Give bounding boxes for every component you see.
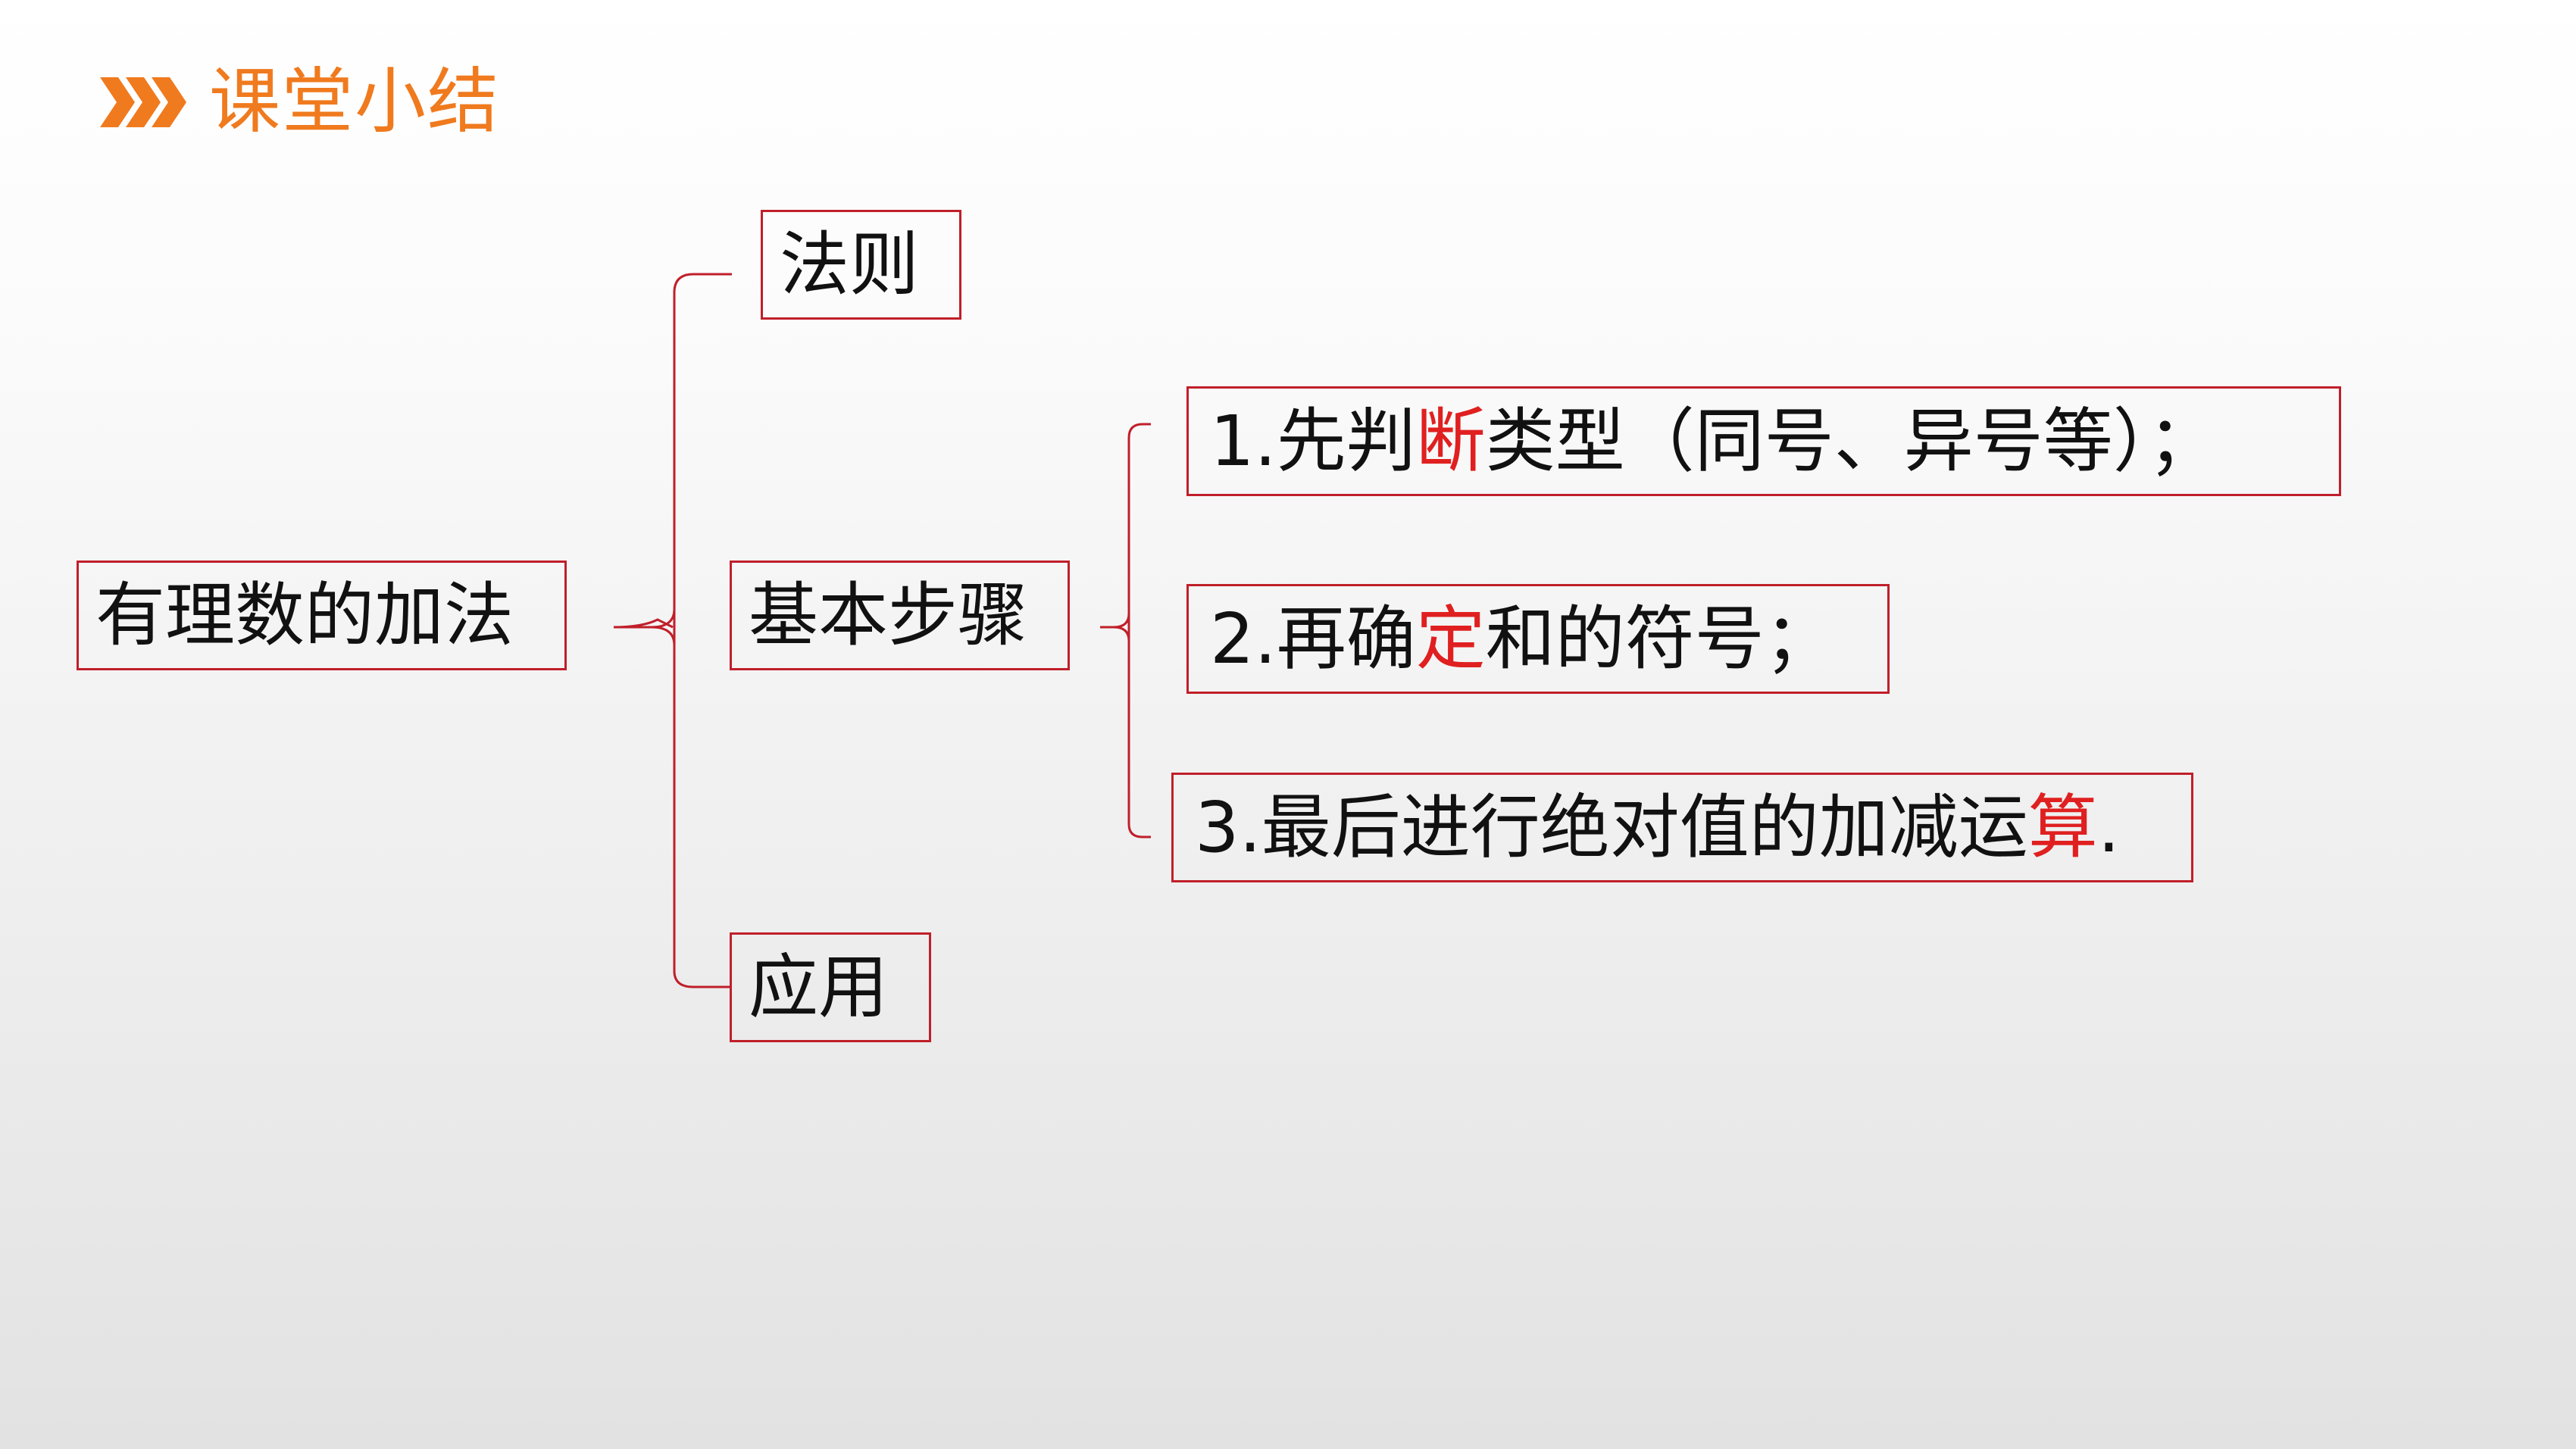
step-2-highlight: 定	[1415, 598, 1486, 679]
step-3-highlight: 算	[2027, 786, 2098, 868]
root-node-rational-addition: 有理数的加法	[77, 561, 567, 670]
branch-application-label: 应用	[749, 946, 889, 1028]
branch-rule-label: 法则	[780, 223, 920, 305]
branch-node-steps: 基本步骤	[730, 561, 1070, 670]
branch-node-application: 应用	[730, 932, 931, 1042]
step-2-prefix: 2.再确	[1210, 598, 1416, 679]
steps-bracket	[1100, 423, 1151, 838]
step-node-1: 1.先判断类型（同号、异号等）；	[1186, 386, 2341, 496]
root-node-label: 有理数的加法	[95, 574, 514, 656]
step-1-suffix: 类型（同号、异号等）；	[1485, 400, 2218, 482]
branch-steps-label: 基本步骤	[749, 574, 1028, 656]
triple-chevron-right-icon	[97, 74, 189, 130]
root-bracket	[613, 273, 732, 988]
branch-node-rule: 法则	[761, 210, 961, 320]
slide-header: 课堂小结	[97, 53, 500, 151]
step-2-suffix: 和的符号；	[1485, 598, 1834, 679]
step-1-prefix: 1.先判	[1210, 400, 1416, 482]
step-node-3: 3.最后进行绝对值的加减运算.	[1171, 773, 2193, 882]
step-3-prefix: 3.最后进行绝对值的加减运	[1195, 786, 2028, 868]
step-1-highlight: 断	[1415, 400, 1486, 482]
step-node-2: 2.再确定和的符号；	[1186, 584, 1890, 694]
page-title: 课堂小结	[209, 61, 501, 143]
step-3-suffix: .	[2097, 786, 2121, 868]
